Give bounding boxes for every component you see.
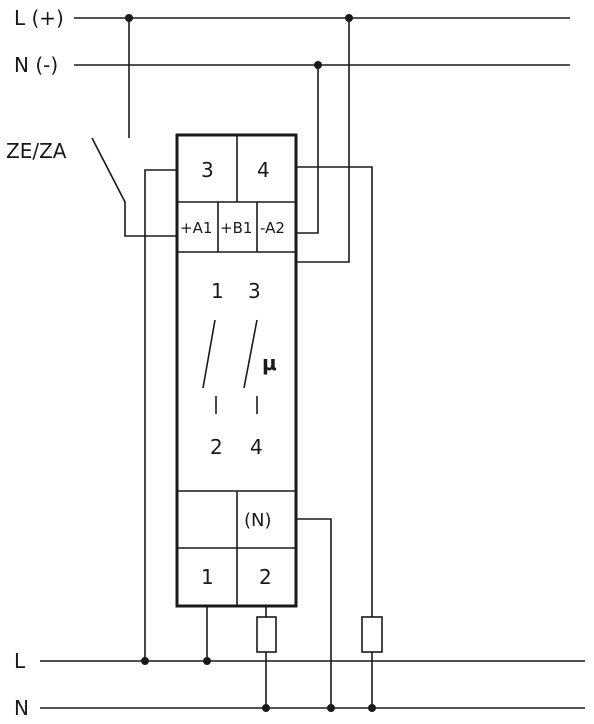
label-l: L <box>14 649 26 673</box>
terminal-1: 1 <box>201 565 214 589</box>
wire-terminal4-load <box>296 166 373 617</box>
wire-terminal3-l <box>144 169 177 661</box>
contact-2-bottom-label: 4 <box>250 435 263 459</box>
label-n: N <box>14 696 29 720</box>
label-l-plus: L (+) <box>14 6 64 30</box>
terminal-2: 2 <box>259 565 272 589</box>
label-control-input: ZE/ZA <box>6 139 67 163</box>
junction-n-nterminal <box>327 704 335 712</box>
contact-2-switch-blade <box>243 319 258 389</box>
terminal-a2: -A2 <box>260 219 285 237</box>
load-1 <box>256 616 277 653</box>
control-wire-a1 <box>91 137 177 237</box>
contact-micro-mark: μ <box>262 351 277 375</box>
junction-l-plus-control <box>125 14 133 22</box>
contact-1-bottom-label: 2 <box>210 435 223 459</box>
label-n-minus: N (-) <box>14 53 58 77</box>
terminal-a1: +A1 <box>180 219 212 237</box>
load-2 <box>361 616 383 653</box>
terminal-4: 4 <box>257 158 270 182</box>
wire-nterminal-n <box>296 518 332 708</box>
junction-l-plus-b1 <box>345 14 353 22</box>
contact-2-top-label: 3 <box>248 279 261 303</box>
junction-l-terminal1 <box>203 657 211 665</box>
junction-l-terminal3 <box>141 657 149 665</box>
terminal-b1: +B1 <box>220 219 252 237</box>
junction-n-minus-a2 <box>314 61 322 69</box>
contact-1-top-label: 1 <box>211 279 224 303</box>
terminal-3: 3 <box>201 158 214 182</box>
contact-1-switch-blade <box>202 319 216 389</box>
junction-n-load2 <box>368 704 376 712</box>
wire-n-minus-a2 <box>296 65 319 234</box>
terminal-n: (N) <box>244 510 272 531</box>
junction-n-load1 <box>262 704 270 712</box>
